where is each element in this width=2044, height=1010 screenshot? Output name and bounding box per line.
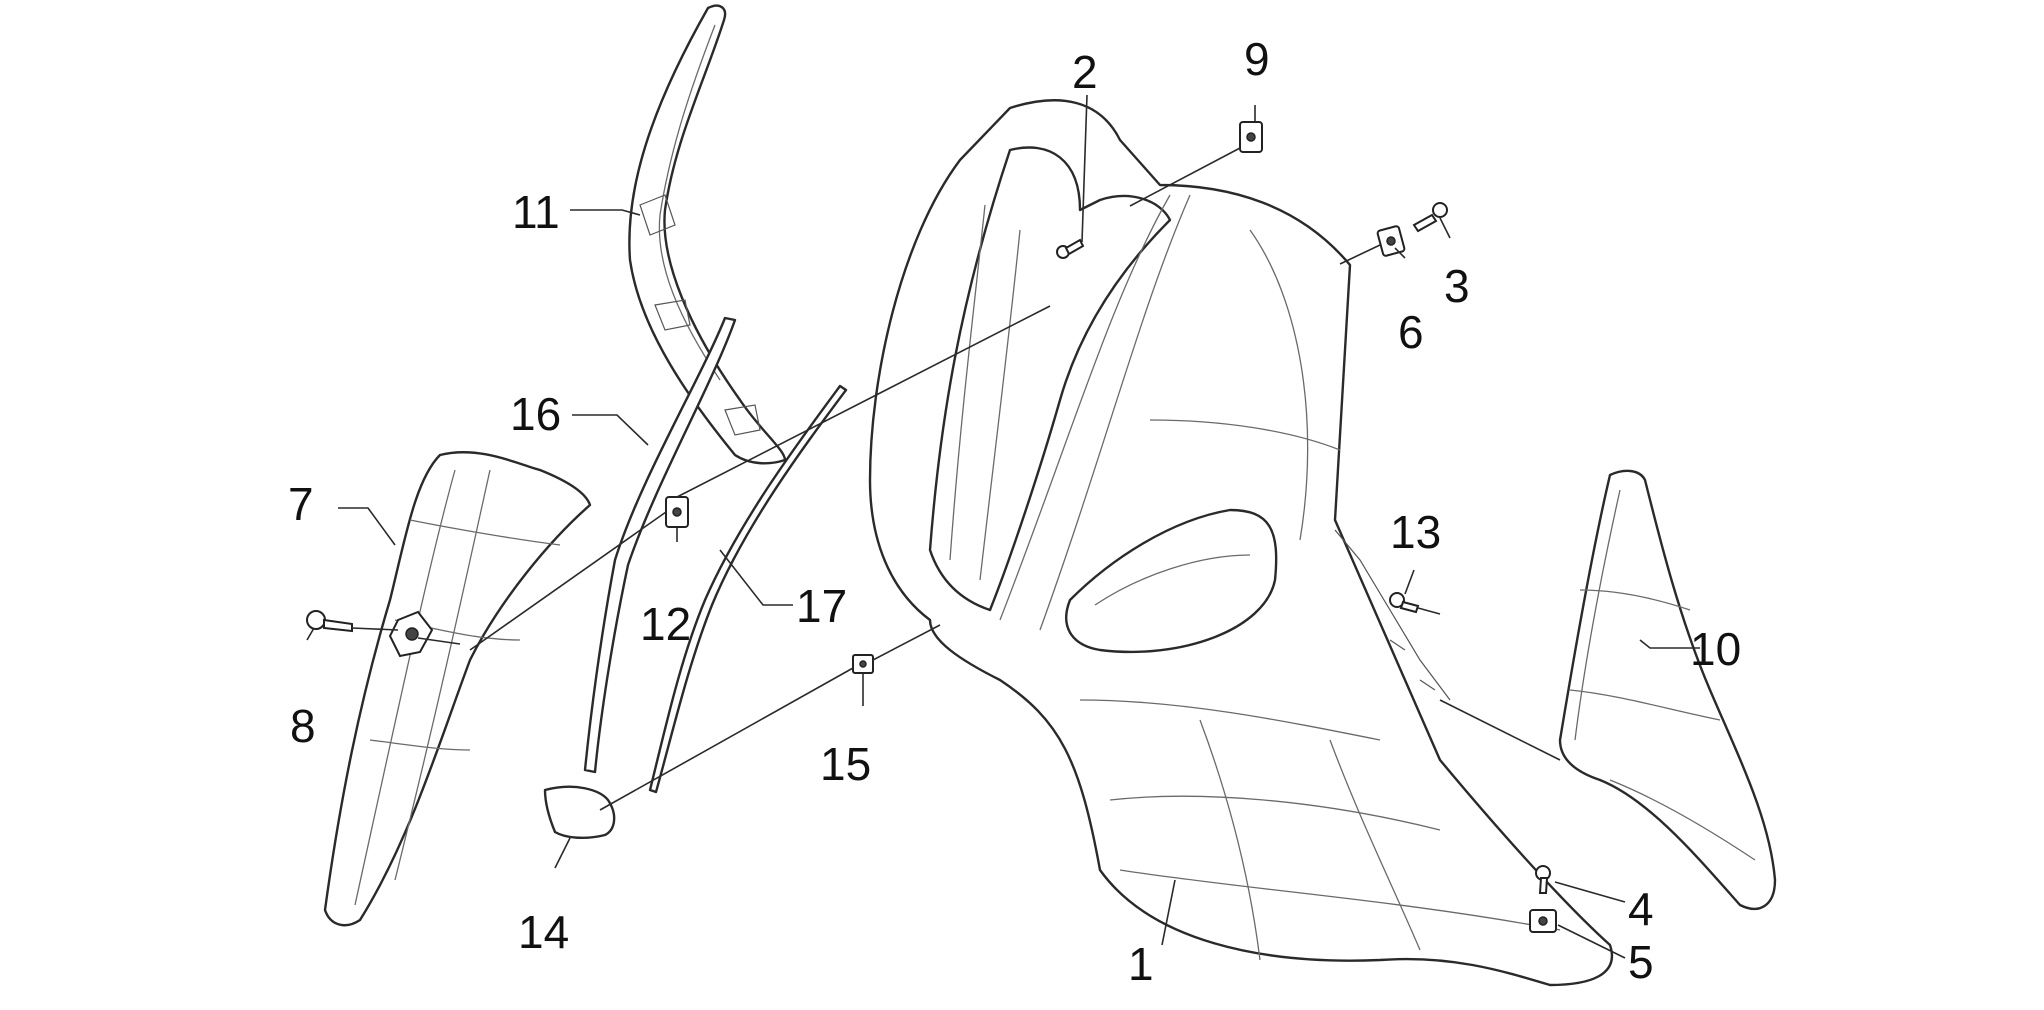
part-3-screw[interactable] xyxy=(1412,202,1448,233)
part-13-screw[interactable] xyxy=(1389,592,1420,614)
part-5-clip[interactable] xyxy=(1529,909,1557,933)
callout-10: 10 xyxy=(1690,623,1741,675)
callout-11: 11 xyxy=(512,186,560,238)
callout-5: 5 xyxy=(1628,936,1654,988)
callout-2: 2 xyxy=(1072,46,1098,98)
callout-8: 8 xyxy=(290,700,316,752)
callout-labels: 2 9 3 6 11 16 7 12 8 17 15 14 13 10 4 5 … xyxy=(288,33,1741,990)
callout-4: 4 xyxy=(1628,883,1654,935)
part-12-clip[interactable] xyxy=(665,496,689,528)
part-10-right-side-panel[interactable] xyxy=(1558,469,1777,910)
part-15-clip[interactable] xyxy=(852,654,874,674)
callout-16: 16 xyxy=(510,388,561,440)
leader-lines xyxy=(306,94,1700,959)
part-2-screw[interactable] xyxy=(1056,238,1085,259)
callout-14: 14 xyxy=(518,906,569,958)
part-17-long-trim-strip[interactable] xyxy=(648,384,848,794)
callout-15: 15 xyxy=(820,738,871,790)
callout-7: 7 xyxy=(288,478,314,530)
callout-3: 3 xyxy=(1444,260,1470,312)
callout-12: 12 xyxy=(640,598,691,650)
part-7-fastener-nut xyxy=(388,610,434,658)
part-16-thin-trim-strip[interactable] xyxy=(583,316,737,774)
part-6-clip[interactable] xyxy=(1376,225,1406,257)
part-4-screw[interactable] xyxy=(1535,865,1551,894)
part-7-left-side-panel[interactable] xyxy=(323,451,592,927)
callout-13: 13 xyxy=(1390,506,1441,558)
part-14-lower-cap[interactable] xyxy=(543,785,616,840)
callout-17: 17 xyxy=(796,580,847,632)
part-9-clip[interactable] xyxy=(1239,121,1263,153)
callout-1: 1 xyxy=(1128,938,1154,990)
part-11-upper-trim-strip[interactable] xyxy=(628,4,787,465)
part-8-screw[interactable] xyxy=(306,610,353,633)
part-1-front-shield[interactable] xyxy=(868,99,1613,987)
callout-9: 9 xyxy=(1244,33,1270,85)
hardware-items xyxy=(306,121,1557,933)
callout-6: 6 xyxy=(1398,306,1424,358)
